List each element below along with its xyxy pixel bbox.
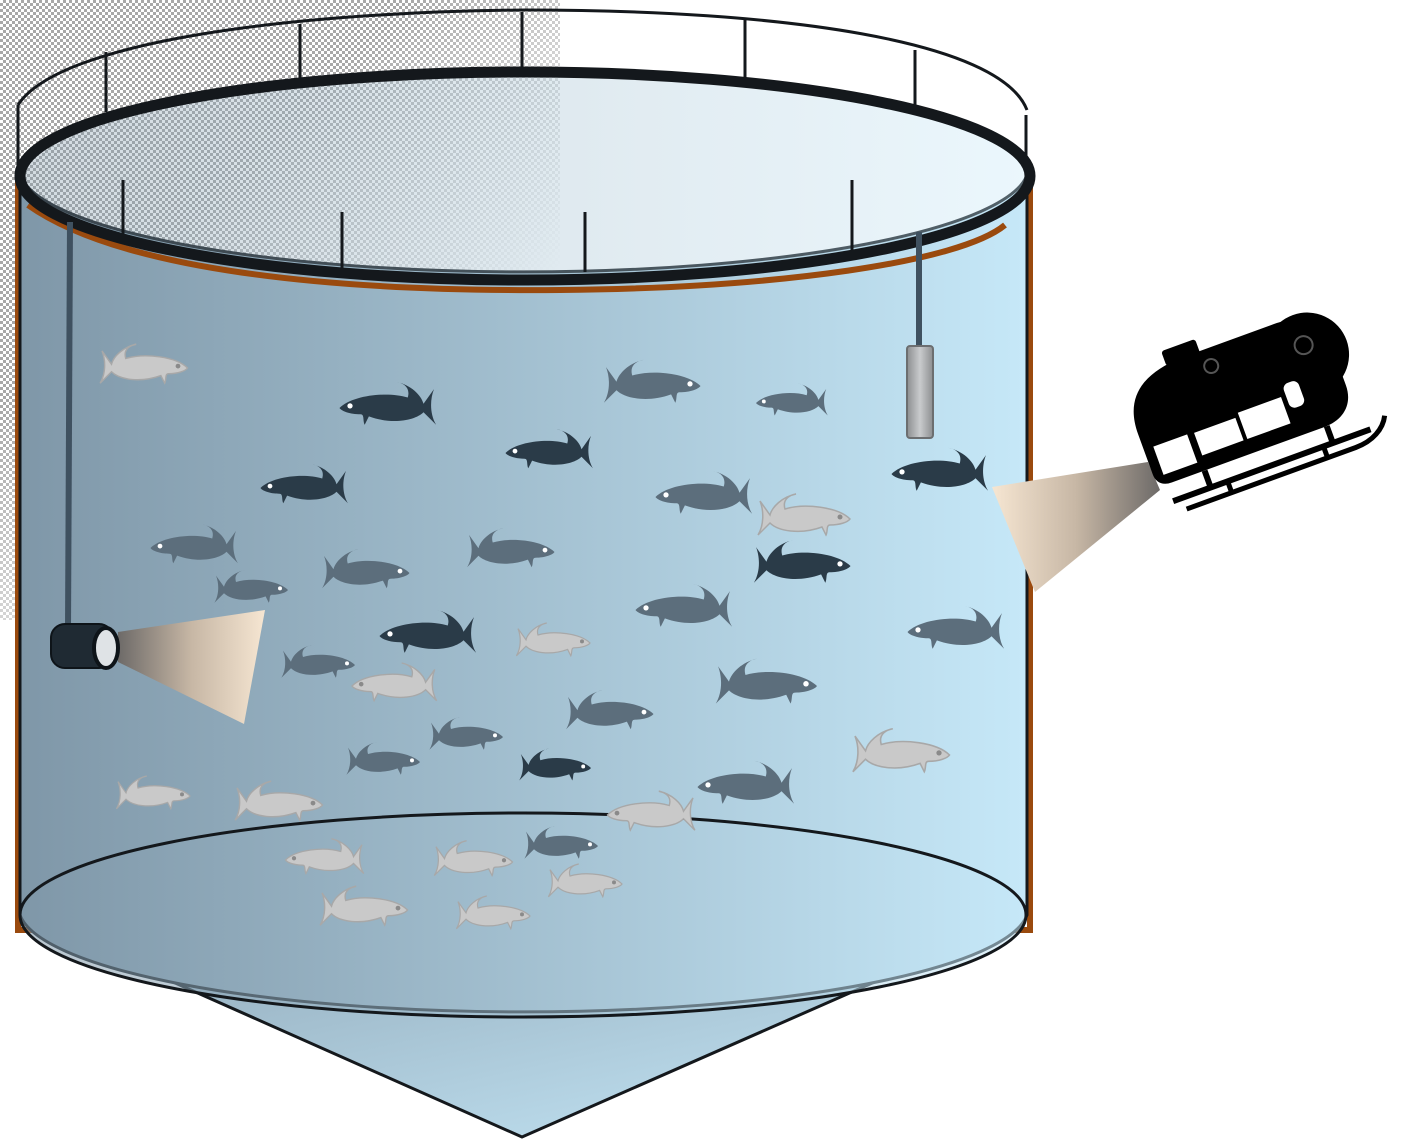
water-quality-sensor-icon — [906, 345, 934, 439]
floating-collar-ring — [14, 66, 1036, 286]
camera-light-beam — [118, 610, 265, 724]
water-quality-sensor — [906, 232, 934, 439]
fish-dark-16 — [379, 609, 477, 653]
fish-light-34 — [547, 863, 623, 898]
fish-mid-19 — [281, 645, 355, 678]
fish-dark-25 — [519, 748, 591, 781]
fish-school — [99, 343, 1005, 930]
fish-light-33 — [433, 840, 514, 877]
underwater-drone — [992, 268, 1409, 592]
net-pen-rim — [14, 8, 1036, 294]
fish-light-20 — [351, 662, 438, 702]
fish-light-17 — [515, 622, 591, 657]
fish-mid-15 — [635, 583, 733, 627]
fish-dark-5 — [505, 429, 593, 469]
fish-mid-11 — [467, 528, 555, 568]
fish-mid-12 — [322, 549, 410, 589]
fish-light-1 — [99, 343, 189, 384]
fish-mid-3 — [603, 359, 701, 403]
fish-light-36 — [455, 895, 531, 930]
fish-dark-2 — [339, 381, 437, 425]
underwater-camera — [50, 221, 265, 724]
fish-mid-24 — [346, 742, 420, 775]
fish-mid-18 — [907, 605, 1005, 649]
fish-mid-8 — [655, 470, 753, 514]
fish-mid-10 — [150, 524, 238, 564]
fish-light-32 — [284, 838, 365, 875]
underwater-drone-rov-icon — [1133, 312, 1388, 512]
fish-mid-21 — [715, 658, 817, 704]
fish-light-35 — [319, 885, 409, 926]
railing-posts — [16, 12, 1028, 272]
fish-light-26 — [852, 727, 951, 773]
fish-mid-22 — [566, 690, 654, 730]
underwater-camera-icon — [50, 623, 120, 670]
camera-cable — [65, 221, 73, 631]
fish-mid-27 — [697, 760, 795, 804]
fish-light-30 — [606, 790, 696, 831]
outer-railing — [16, 8, 1029, 111]
fish-light-29 — [234, 780, 324, 821]
fish-mid-4 — [756, 383, 828, 416]
fish-light-9 — [757, 493, 851, 536]
fish-dark-7 — [891, 447, 989, 491]
fish-dark-6 — [260, 464, 348, 504]
fish-dark-13 — [753, 539, 851, 583]
fish-mid-23 — [429, 717, 503, 750]
fish-light-28 — [115, 775, 191, 810]
rov-light-beam — [992, 462, 1160, 592]
fish-mid-31 — [524, 826, 598, 859]
fish-mid-14 — [214, 570, 288, 603]
